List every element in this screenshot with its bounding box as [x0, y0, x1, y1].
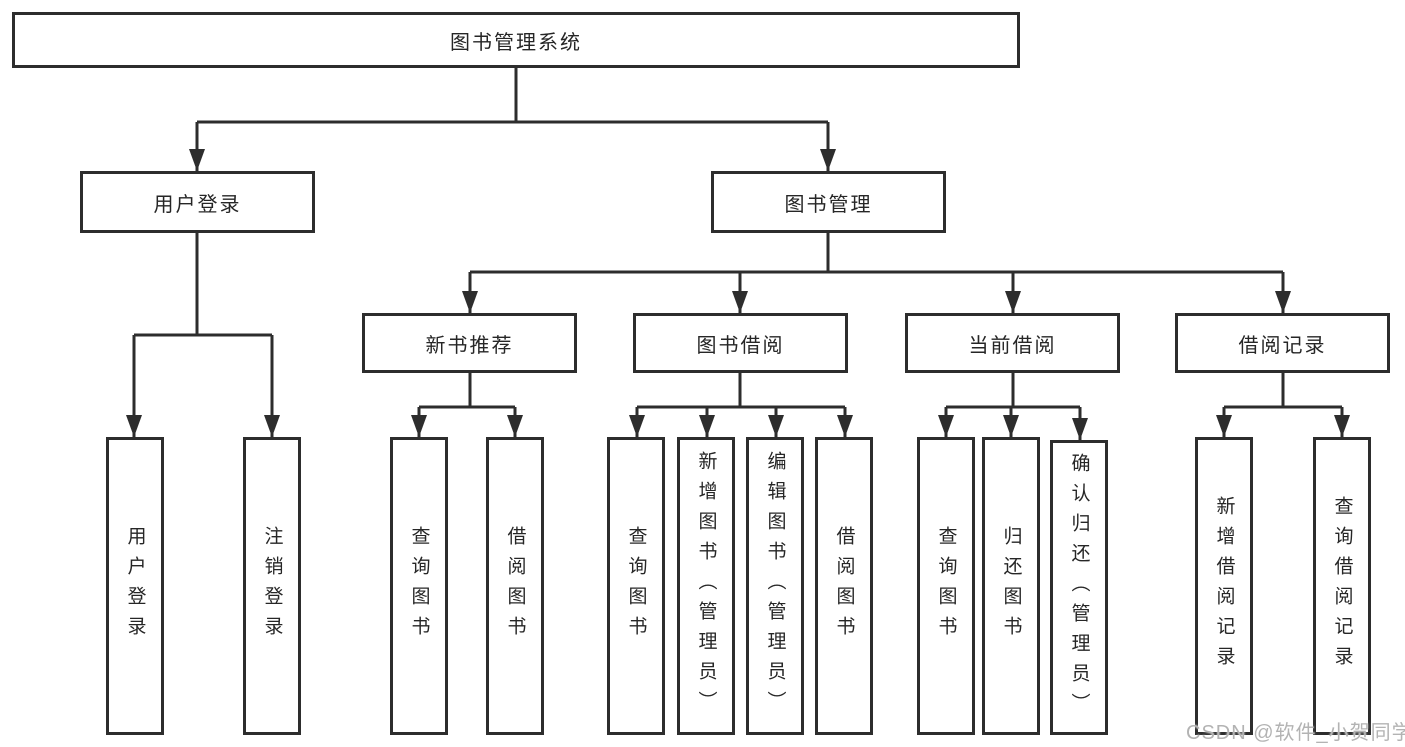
node-label: 新增图书（管理员）: [695, 451, 717, 721]
node-label: 借阅记录: [1238, 334, 1327, 357]
node-label: 注销登录: [261, 526, 283, 646]
node-library-management-system: 图书管理系统: [12, 12, 1020, 68]
leaf-query-books-borrowing: 查询图书: [607, 437, 665, 735]
node-label: 借阅图书: [504, 526, 526, 646]
node-label: 图书管理系统: [450, 31, 582, 54]
node-label: 当前借阅: [968, 334, 1057, 357]
node-book-borrowing: 图书借阅: [633, 313, 848, 373]
leaf-add-books-admin: 新增图书（管理员）: [677, 437, 735, 735]
node-label: 查询图书: [625, 526, 647, 646]
node-label: 用户登录: [124, 526, 146, 646]
leaf-query-books-current: 查询图书: [917, 437, 975, 735]
leaf-confirm-return-admin: 确认归还（管理员）: [1050, 440, 1108, 735]
node-label: 编辑图书（管理员）: [764, 451, 786, 721]
leaf-borrow-books: 借阅图书: [815, 437, 873, 735]
node-label: 新书推荐: [425, 334, 514, 357]
leaf-query-borrow-record: 查询借阅记录: [1313, 437, 1371, 735]
leaf-return-books: 归还图书: [982, 437, 1040, 735]
node-current-borrowing: 当前借阅: [905, 313, 1120, 373]
leaf-query-books-recommend: 查询图书: [390, 437, 448, 735]
node-user-login: 用户登录: [80, 171, 315, 233]
csdn-watermark: CSDN @软件_小贺同学: [1186, 722, 1405, 744]
leaf-add-borrow-record: 新增借阅记录: [1195, 437, 1253, 735]
node-label: 确认归还（管理员）: [1068, 452, 1090, 723]
leaf-edit-books-admin: 编辑图书（管理员）: [746, 437, 804, 735]
leaf-borrow-books-recommend: 借阅图书: [486, 437, 544, 735]
leaf-user-login: 用户登录: [106, 437, 164, 735]
node-label: 归还图书: [1000, 526, 1022, 646]
node-label: 查询图书: [408, 526, 430, 646]
node-label: 借阅图书: [833, 526, 855, 646]
node-book-management: 图书管理: [711, 171, 946, 233]
node-label: 用户登录: [153, 193, 242, 216]
node-label: 图书管理: [784, 193, 873, 216]
node-label: 新增借阅记录: [1213, 496, 1235, 676]
leaf-logout: 注销登录: [243, 437, 301, 735]
node-label: 查询借阅记录: [1331, 496, 1353, 676]
node-borrowing-records: 借阅记录: [1175, 313, 1390, 373]
node-new-book-recommend: 新书推荐: [362, 313, 577, 373]
node-label: 图书借阅: [696, 334, 785, 357]
node-label: 查询图书: [935, 526, 957, 646]
